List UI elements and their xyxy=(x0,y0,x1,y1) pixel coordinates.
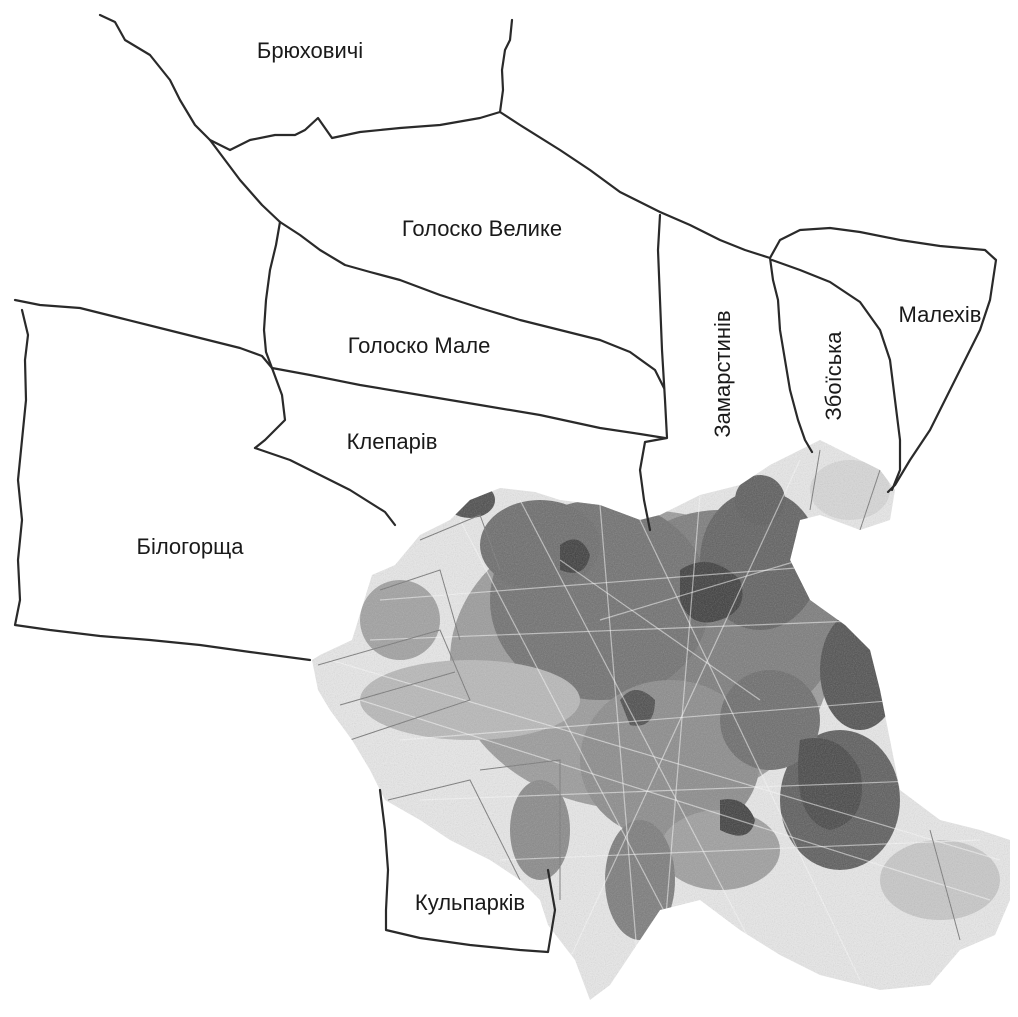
label-bilogorshcha: Білогорща xyxy=(137,534,245,559)
city-plan xyxy=(312,440,1010,1000)
district-borders xyxy=(13,13,998,954)
label-zamarstyniv: Замарстинів xyxy=(710,310,735,437)
label-kulparkiv: Кульпарків xyxy=(415,890,525,915)
label-golosko-velyke: Голоско Велике xyxy=(402,216,562,241)
label-malekhiv: Малехів xyxy=(899,302,982,327)
label-kleparyv: Клепарів xyxy=(347,429,438,454)
label-golosko-male: Голоско Мале xyxy=(348,333,491,358)
region-labels: Брюховичі Голоско Велике Голоско Мале Кл… xyxy=(137,38,982,915)
label-zboiska: Збоїська xyxy=(821,331,846,421)
label-bryukhovychi: Брюховичі xyxy=(257,38,363,63)
